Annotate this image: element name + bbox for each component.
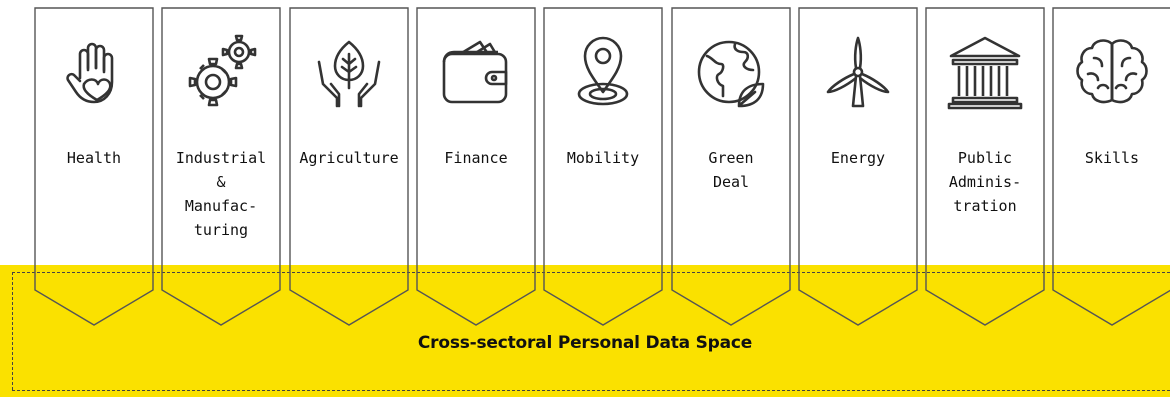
sector-label: Green Deal — [708, 149, 754, 191]
location-pin-icon — [563, 32, 643, 112]
globe-leaf-icon — [691, 32, 771, 112]
wallet-icon — [436, 32, 516, 112]
sector-label: Agriculture — [299, 149, 399, 167]
sector-label: Public Adminis- tration — [948, 149, 1022, 215]
sector-pennant — [34, 7, 154, 326]
heart-in-hand-icon — [54, 32, 134, 112]
sector-label: Skills — [1084, 149, 1140, 167]
gears-icon — [181, 32, 261, 112]
sector-label: Health — [66, 149, 122, 167]
wind-turbine-icon — [818, 32, 898, 112]
leaf-in-hands-icon — [309, 32, 389, 112]
sector-label: Finance — [444, 149, 508, 167]
sector-pennant — [671, 7, 791, 326]
sector-pennant — [1052, 7, 1170, 326]
dashed-border-bottom — [12, 390, 1170, 391]
sector-pennant — [416, 7, 536, 326]
sector-pennant — [161, 7, 281, 326]
sector-label: Industrial & Manufac- turing — [175, 149, 267, 239]
sector-pennant — [543, 7, 663, 326]
government-building-icon — [945, 32, 1025, 112]
data-space-band — [0, 265, 1170, 397]
dashed-border-top — [12, 272, 1170, 273]
sector-pennant — [925, 7, 1045, 326]
sector-pennant — [289, 7, 409, 326]
brain-icon — [1072, 32, 1152, 112]
sector-pennant — [798, 7, 918, 326]
sector-label: Energy — [830, 149, 886, 167]
data-space-title: Cross-sectoral Personal Data Space — [417, 333, 753, 353]
dashed-border-left — [12, 272, 13, 390]
sector-label: Mobility — [566, 149, 640, 167]
